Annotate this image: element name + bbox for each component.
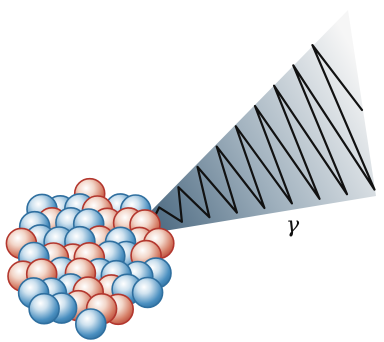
neutron (75, 308, 107, 340)
atomic-nucleus-icon (5, 177, 175, 340)
neutron (131, 276, 164, 309)
gamma-label: γ (286, 213, 300, 238)
gamma-beam-cone (150, 10, 376, 232)
gamma-wave-line (150, 44, 376, 224)
neutron (28, 292, 60, 325)
